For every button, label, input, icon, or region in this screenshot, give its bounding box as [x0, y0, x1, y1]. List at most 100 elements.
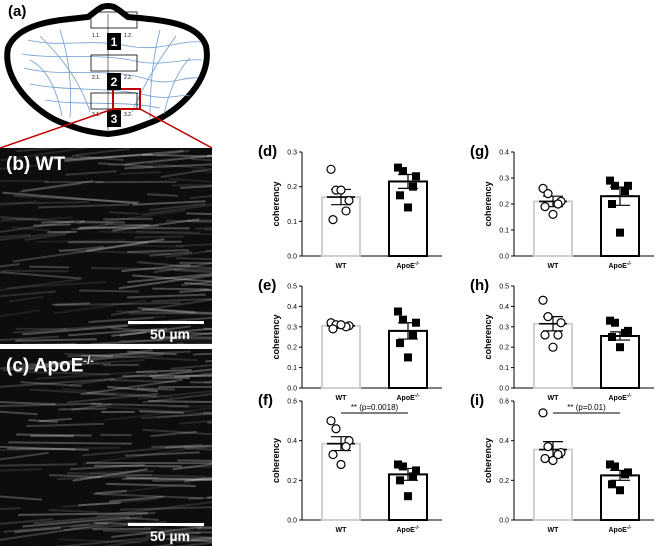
data-point-apoe: [394, 163, 402, 172]
data-point-apoe: [409, 182, 417, 191]
y-tick-label: 0.4: [287, 304, 297, 311]
x-tick-label: ApoE-/-: [396, 525, 419, 534]
data-point-apoe: [404, 492, 412, 501]
y-tick-label: 0.0: [499, 254, 509, 261]
data-point-wt: [540, 330, 550, 340]
data-point-wt: [538, 295, 548, 305]
x-tick-superscript: -/-: [415, 525, 420, 531]
x-tick-superscript: -/-: [415, 393, 420, 399]
x-tick-label: ApoE-/-: [608, 525, 631, 534]
bar-apoe: [388, 180, 428, 257]
y-tick-label: 0.4: [499, 304, 509, 311]
region-3-number: 3: [111, 112, 118, 126]
y-tick-label: 0.6: [287, 399, 297, 406]
data-point-wt: [328, 449, 338, 460]
y-tick-label: 0.2: [499, 202, 509, 209]
data-point-wt: [548, 209, 558, 219]
region-2-2-label: 2.2.: [124, 75, 132, 81]
data-point-wt: [540, 202, 550, 212]
y-tick-label: 0.1: [287, 219, 297, 226]
y-tick-label: 0.3: [499, 176, 509, 183]
y-tick-label: 0.0: [287, 254, 297, 261]
y-tick-label: 0.3: [499, 324, 509, 331]
bar-wt: [533, 322, 573, 389]
region-1-2-label: 1.2.: [124, 33, 132, 39]
data-point-wt: [548, 455, 558, 466]
y-tick-label: 0.4: [499, 150, 509, 157]
x-tick-superscript: -/-: [627, 393, 632, 399]
data-point-apoe: [611, 318, 619, 327]
data-point-wt: [553, 330, 563, 340]
data-point-apoe: [616, 228, 624, 237]
data-point-apoe: [624, 181, 632, 190]
y-axis-label: coherency: [271, 314, 281, 359]
y-tick-label: 0.4: [499, 438, 509, 445]
data-point-apoe: [616, 343, 624, 352]
data-point-wt: [543, 442, 553, 452]
data-point-apoe: [616, 486, 624, 495]
data-point-apoe: [621, 470, 629, 479]
region-2-number: 2: [111, 75, 118, 89]
panel-label-g: (g): [470, 143, 489, 160]
data-point-apoe: [396, 476, 404, 485]
scale-bar-label: 50 µm: [150, 528, 190, 544]
y-axis-label: coherency: [271, 181, 281, 226]
significance-label: ** (p=0.01): [567, 403, 606, 412]
x-tick-label: WT: [548, 527, 560, 534]
apoe-micrograph: (c) ApoE-/- 50 µm: [0, 349, 212, 546]
y-tick-label: 0.1: [499, 365, 509, 372]
data-point-wt: [336, 459, 346, 470]
data-point-apoe: [611, 181, 619, 190]
y-axis-label: coherency: [483, 314, 493, 359]
data-point-apoe: [409, 472, 417, 481]
data-point-wt: [553, 449, 563, 460]
data-point-apoe: [606, 460, 614, 469]
y-tick-label: 0.1: [287, 365, 297, 372]
x-tick-label: WT: [548, 395, 560, 402]
x-tick-label: ApoE-/-: [396, 261, 419, 270]
data-point-apoe: [404, 353, 412, 362]
panel-label-h: (h): [470, 277, 489, 294]
region-1-number: 1: [111, 35, 118, 49]
y-tick-label: 0.0: [499, 518, 509, 525]
panel-a-label: (a): [8, 3, 27, 20]
panel-label-i: (i): [470, 392, 484, 409]
y-tick-label: 0.6: [499, 399, 509, 406]
wt-micrograph-title: (b) WT: [6, 154, 66, 175]
data-point-apoe: [399, 462, 407, 471]
data-point-wt: [538, 408, 548, 418]
y-tick-label: 0.2: [287, 478, 297, 485]
y-tick-label: 0.5: [499, 284, 509, 291]
bar-apoe: [600, 474, 640, 521]
data-point-wt: [328, 215, 338, 225]
data-point-wt: [336, 320, 346, 330]
data-point-apoe: [412, 318, 420, 327]
region-1-1-label: 1.1.: [92, 33, 100, 39]
y-tick-label: 0.4: [287, 438, 297, 445]
x-tick-label: WT: [548, 263, 560, 270]
data-point-apoe: [621, 328, 629, 337]
data-point-wt: [553, 199, 563, 209]
data-point-wt: [326, 416, 336, 426]
x-tick-label: ApoE-/-: [608, 261, 631, 270]
bar-wt: [533, 200, 573, 257]
region-2-1-label: 2.1.: [92, 75, 100, 81]
y-tick-label: 0.3: [287, 324, 297, 331]
data-point-apoe: [412, 172, 420, 181]
data-point-apoe: [396, 339, 404, 348]
bar-wt: [321, 196, 361, 257]
x-tick-superscript: -/-: [415, 261, 420, 267]
region-3-2-label: 3.2.: [124, 112, 132, 118]
data-point-wt: [556, 318, 566, 328]
significance-label: ** (p=0.0018): [351, 403, 399, 412]
y-tick-label: 0.5: [287, 284, 297, 291]
panel-label-d: (d): [258, 143, 277, 160]
y-axis-label: coherency: [483, 181, 493, 226]
y-tick-label: 0.2: [499, 345, 509, 352]
x-tick-label: ApoE-/-: [396, 393, 419, 402]
data-point-apoe: [608, 480, 616, 489]
panel-label-f: (f): [258, 392, 273, 409]
data-point-apoe: [409, 330, 417, 339]
apoe-micrograph-title: (c) ApoE-/-: [6, 355, 94, 377]
